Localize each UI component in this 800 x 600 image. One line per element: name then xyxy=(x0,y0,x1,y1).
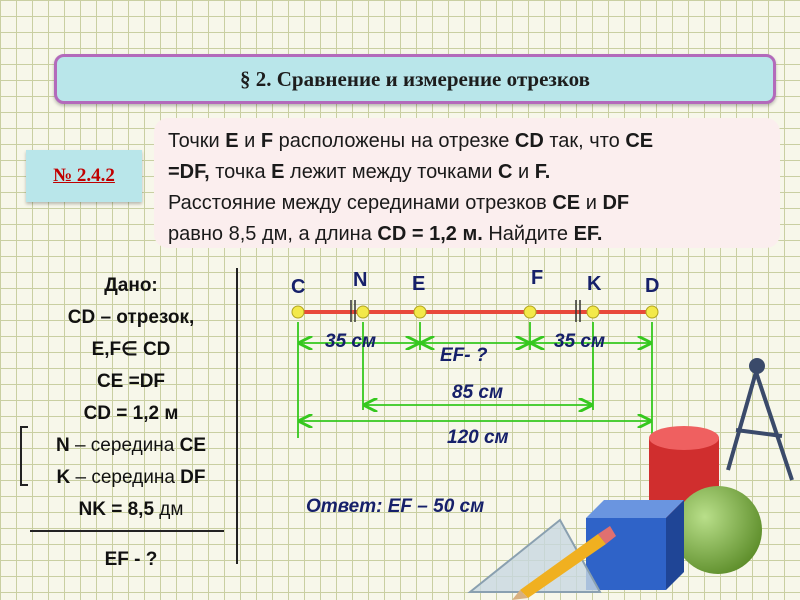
problem-line-2: =DF, точка E лежит между точками C и F. xyxy=(168,161,551,183)
label-n: N xyxy=(353,269,367,291)
given-divider-horizontal xyxy=(30,530,224,532)
given-line-3: CE =DF xyxy=(96,371,166,392)
given-line-7: NK = 8,5 дм xyxy=(78,499,184,520)
problem-statement: Точки E и F расположены на отрезке CD та… xyxy=(154,118,780,248)
compass-illustration xyxy=(726,358,794,481)
problem-number-badge: № 2.4.2 xyxy=(26,150,142,202)
given-line-6: K – середина DF xyxy=(56,467,206,488)
problem-line-1: Точки E и F расположены на отрезке CD та… xyxy=(168,130,654,152)
system-brace xyxy=(20,426,28,486)
pencil-illustration xyxy=(512,526,616,600)
point-c xyxy=(291,305,305,319)
given-line-4: CD = 1,2 м xyxy=(83,403,179,424)
dim-label-cd: 120 см xyxy=(447,427,509,448)
problem-line-4: равно 8,5 дм, а длина CD = 1,2 м. Найдит… xyxy=(168,223,603,245)
slide-title: § 2. Сравнение и измерение отрезков xyxy=(54,54,776,104)
answer-text: Ответ: EF – 50 см xyxy=(306,496,485,517)
label-d: D xyxy=(645,275,659,297)
label-c: C xyxy=(291,276,305,298)
dim-label-fd: 35 см xyxy=(554,331,605,352)
dim-label-ce: 35 см xyxy=(325,331,376,352)
label-f: F xyxy=(531,267,543,289)
label-e: E xyxy=(412,273,425,295)
given-divider-vertical xyxy=(236,268,238,564)
given-line-5: N – середина CE xyxy=(55,435,207,456)
given-block: Дано: CD – отрезок, E,F∈ CD CE =DF CD = … xyxy=(26,270,236,570)
point-d xyxy=(645,305,659,319)
dim-label-ef: EF- ? xyxy=(440,345,488,366)
point-e xyxy=(413,305,427,319)
label-k: K xyxy=(587,273,602,295)
given-line-1: CD – отрезок, xyxy=(67,307,195,328)
given-line-2: E,F∈ CD xyxy=(91,339,171,360)
point-n xyxy=(356,305,370,319)
problem-line-3: Расстояние между серединами отрезков CE … xyxy=(168,192,630,214)
point-k xyxy=(586,305,600,319)
find-line: EF - ? xyxy=(104,549,158,570)
point-f xyxy=(523,305,537,319)
dim-label-nk: 85 см xyxy=(452,382,503,403)
given-title: Дано: xyxy=(104,275,158,296)
sphere-illustration xyxy=(674,486,762,574)
